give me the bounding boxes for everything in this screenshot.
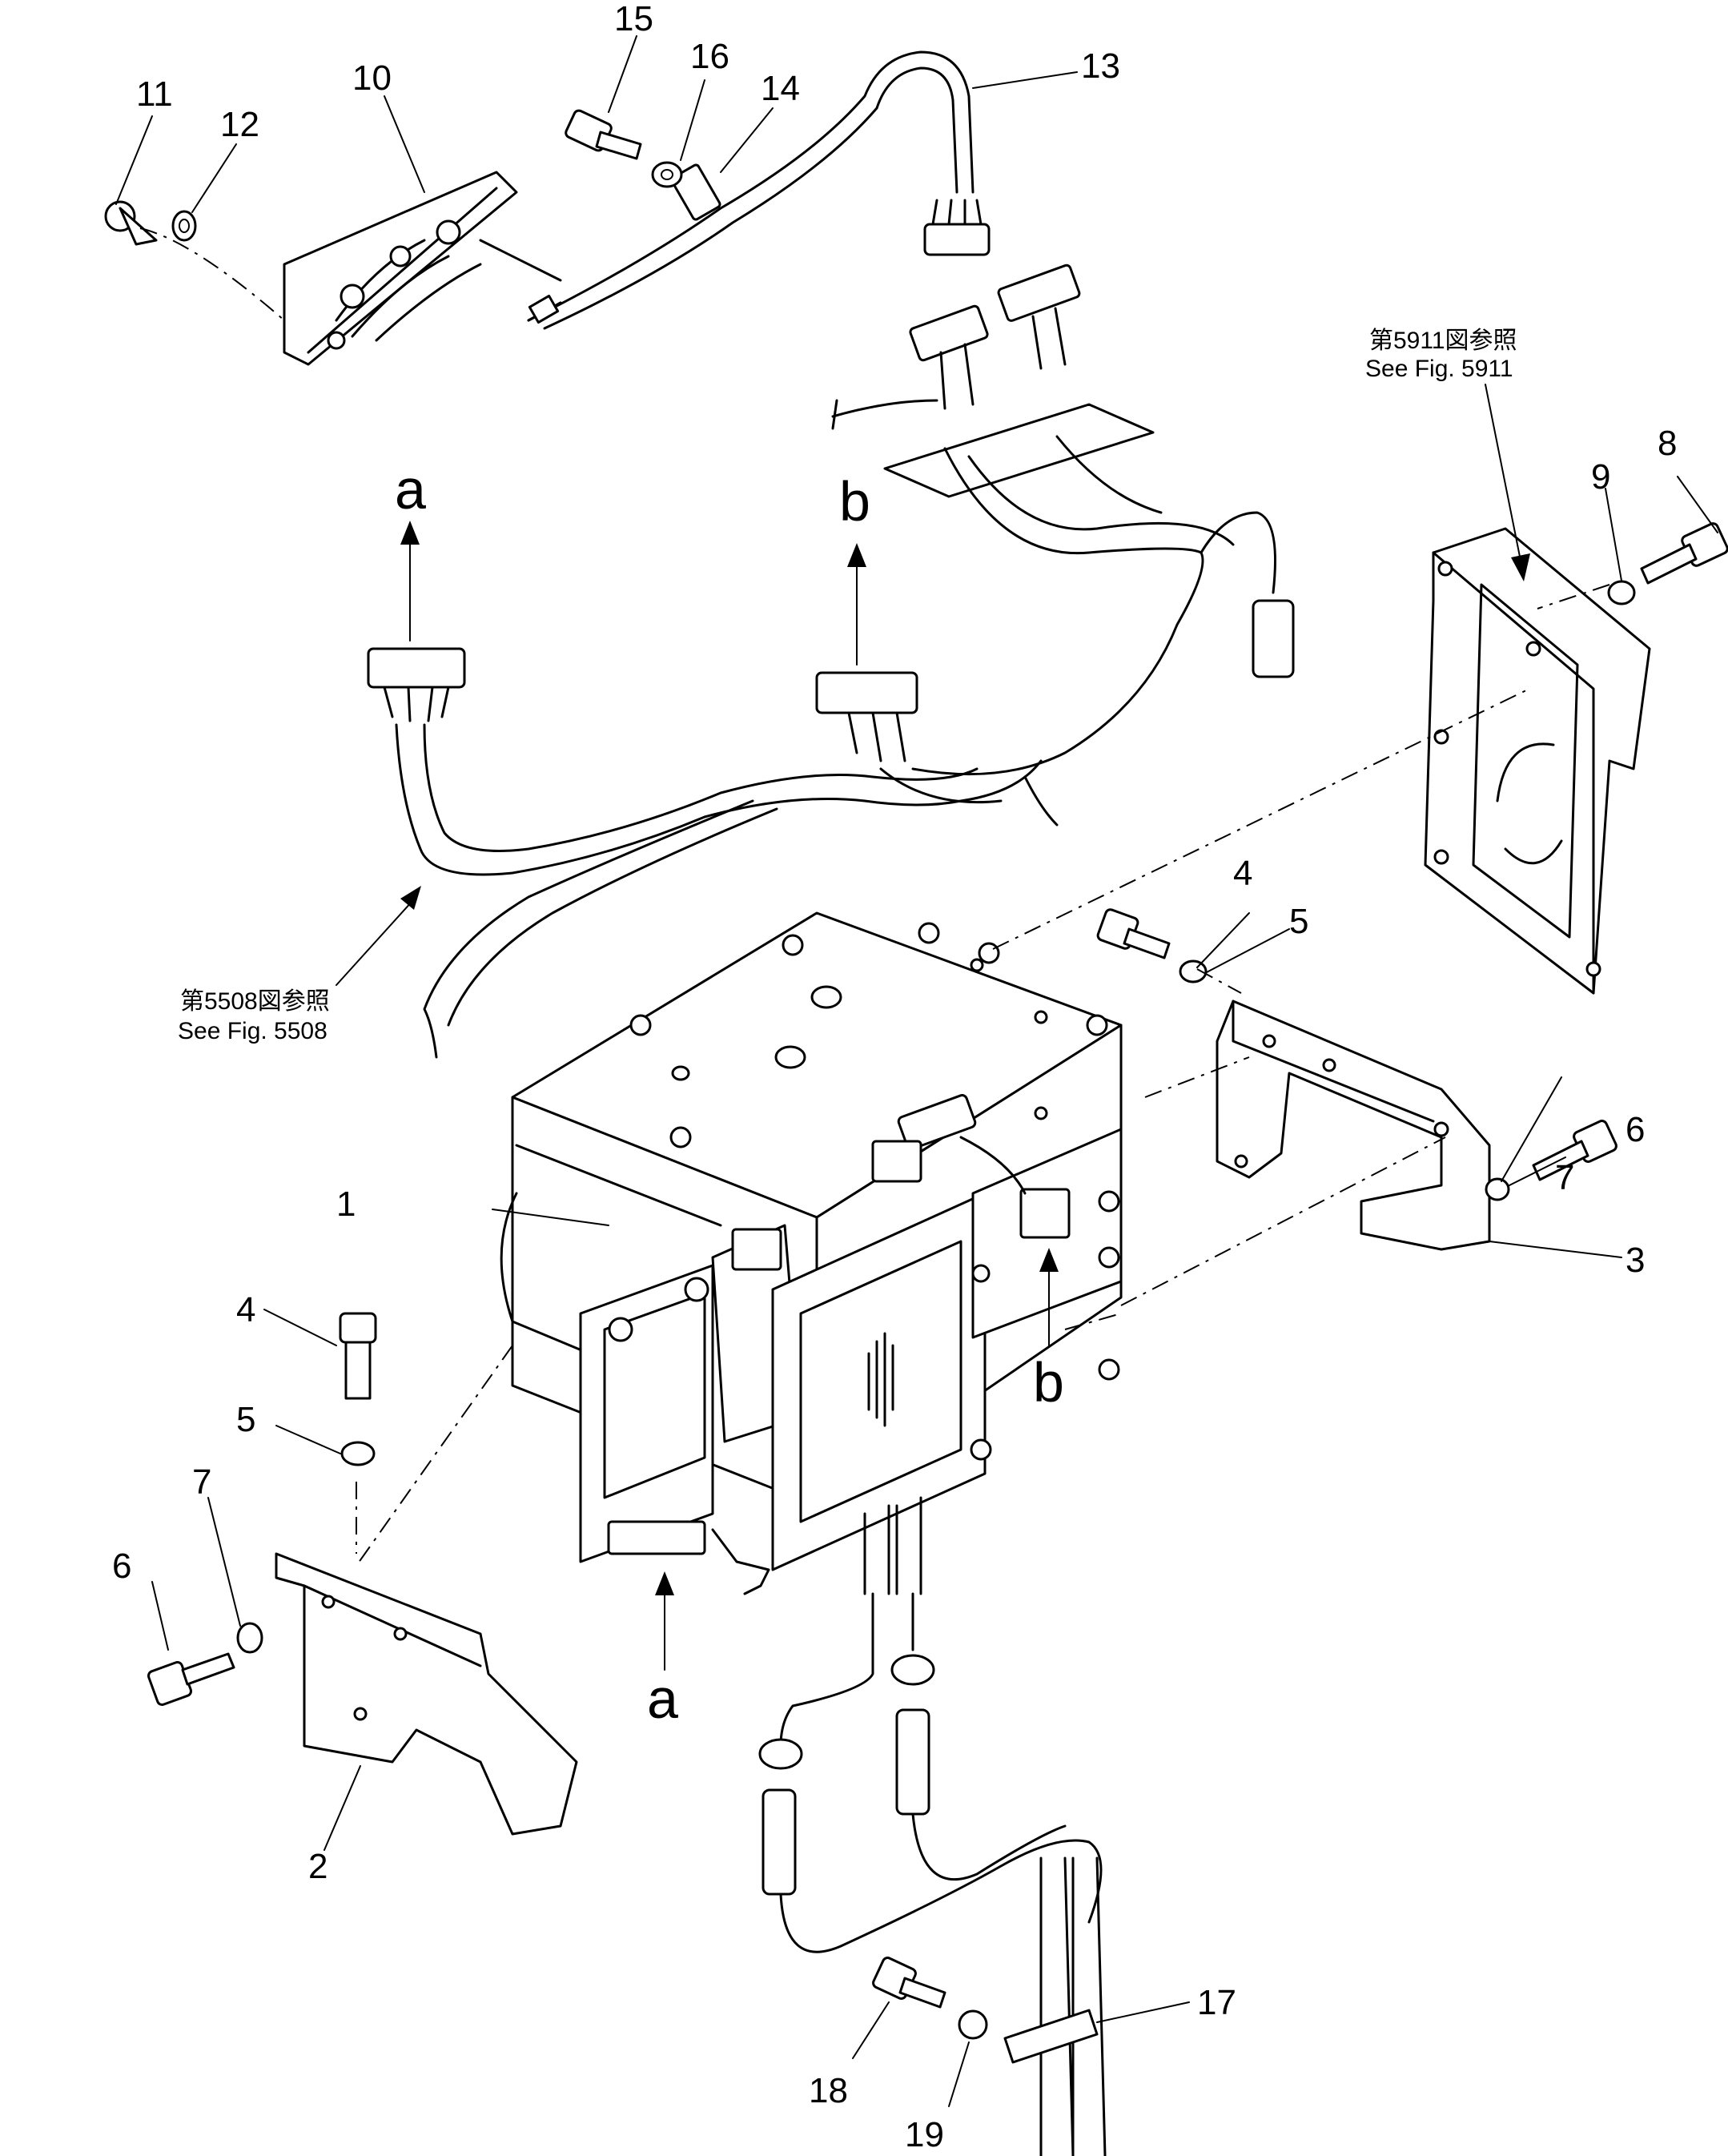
bolt-6-left (147, 1652, 235, 1707)
bolt-4-left (339, 1312, 377, 1400)
mark-b-bottom: b (1033, 1351, 1064, 1414)
washer-16 (651, 161, 683, 188)
callout-labels: 1 2 3 4 4 5 5 6 6 7 7 8 9 10 11 12 13 14… (112, 0, 1677, 2154)
bolt-6-right (1532, 1120, 1617, 1181)
bolt-4-right (1096, 908, 1171, 959)
washer-19 (958, 2009, 988, 2040)
callout-7-right: 7 (1555, 1158, 1574, 1197)
callout-12: 12 (220, 105, 259, 144)
clamp-17 (1003, 2009, 1099, 2064)
washer-5-left (340, 1441, 376, 1466)
mark-a-top: a (395, 458, 426, 521)
main-harness (367, 647, 1059, 1059)
wiring-harness-13 (527, 50, 991, 330)
connector-bracket (831, 263, 1295, 776)
callout-10: 10 (352, 58, 392, 98)
ref-5508-en: See Fig. 5508 (178, 1018, 328, 1044)
arrows (336, 384, 1530, 1671)
callout-9: 9 (1591, 457, 1610, 497)
callout-11: 11 (136, 74, 173, 114)
ref-5911-en: See Fig. 5911 (1365, 356, 1513, 382)
callout-14: 14 (761, 69, 800, 108)
washer-7-left (236, 1622, 263, 1654)
bolt-18 (872, 1957, 946, 2009)
washer-5-right (1179, 959, 1208, 983)
callout-5-left: 5 (236, 1400, 255, 1439)
controller-box-1 (500, 911, 1123, 1595)
hose-assembly (758, 1592, 1107, 2156)
washer-7-right (1485, 1177, 1510, 1201)
washer-9 (1607, 580, 1636, 605)
bracket-3 (1216, 1000, 1491, 1251)
callout-8: 8 (1658, 424, 1677, 463)
side-panel-5911 (1424, 527, 1651, 995)
leader-lines (115, 35, 1718, 2107)
callout-15: 15 (614, 0, 653, 38)
callout-13: 13 (1081, 46, 1120, 86)
figure-references: 第5911図参照 See Fig. 5911 第5508図参照 See Fig.… (178, 328, 1517, 1044)
callout-6-left: 6 (112, 1547, 131, 1586)
monitor-panel-assembly (283, 171, 562, 366)
callout-5-right: 5 (1289, 902, 1308, 941)
bracket-2 (275, 1552, 578, 1836)
callout-7-left: 7 (192, 1462, 211, 1502)
callout-18: 18 (809, 2071, 848, 2110)
callout-2: 2 (308, 1847, 328, 1886)
bolt-15 (565, 109, 642, 160)
callout-1: 1 (336, 1185, 356, 1224)
callout-16: 16 (690, 37, 729, 76)
callout-4-left: 4 (236, 1290, 255, 1329)
assembly-lines (139, 227, 1610, 1567)
callout-6-right: 6 (1626, 1110, 1645, 1149)
washer-12 (171, 210, 197, 242)
ref-5508-jp: 第5508図参照 (180, 988, 330, 1015)
bolt-11 (104, 200, 158, 246)
bolt-8 (1640, 522, 1728, 585)
mark-b-top: b (839, 470, 870, 533)
callout-17: 17 (1197, 1983, 1236, 2022)
ref-5911-jp: 第5911図参照 (1369, 328, 1517, 354)
connection-marks: a b a b (395, 458, 1064, 1730)
mark-a-bottom: a (647, 1667, 678, 1730)
callout-19: 19 (905, 2115, 944, 2154)
callout-3: 3 (1626, 1241, 1645, 1280)
callout-4-right: 4 (1233, 854, 1252, 893)
